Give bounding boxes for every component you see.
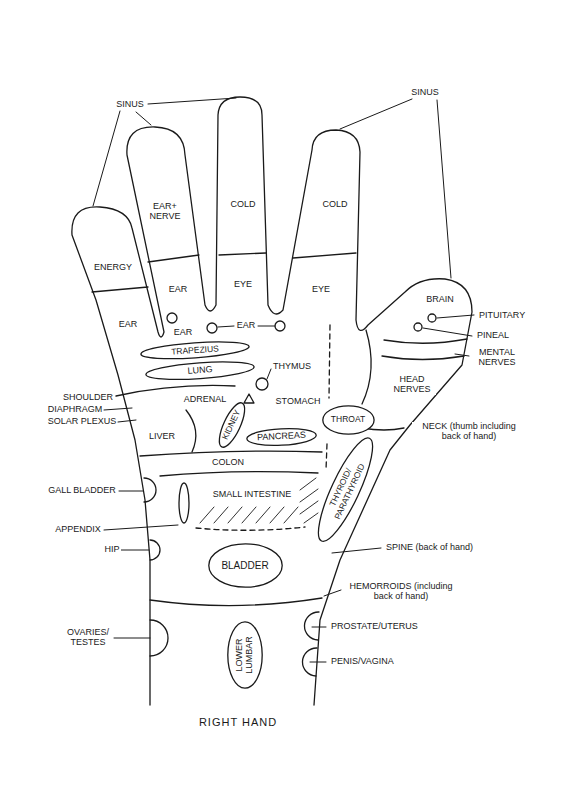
- adrenal-triangle: [244, 394, 254, 403]
- organ-label: ENERGY: [93, 263, 133, 273]
- organ-oval: LUNG: [145, 358, 256, 383]
- organ-label: PITUITARY: [478, 311, 526, 321]
- organ-label: STOMACH: [275, 397, 322, 407]
- organ-label: SINUS: [115, 100, 145, 110]
- organ-label: MENTAL NERVES: [472, 348, 522, 368]
- reflex-point: [414, 323, 422, 331]
- organ-oval: LOWER LUMBAR: [227, 621, 263, 689]
- oval-shape: [322, 406, 373, 434]
- organ-oval: BLADDER: [208, 543, 283, 588]
- reflex-point: [167, 313, 177, 323]
- organ-name: BLADDER: [221, 560, 268, 571]
- intestine-hatching: [200, 478, 318, 523]
- oval-shape: [309, 433, 382, 547]
- organ-label: EAR+ NERVE: [145, 202, 185, 222]
- oval-shape: [228, 622, 262, 688]
- wrist-line: [150, 598, 322, 606]
- organ-label: COLD: [321, 200, 348, 210]
- organ-label: EAR: [173, 328, 194, 338]
- organ-label: HIP: [103, 545, 120, 555]
- organ-label: EAR: [236, 321, 257, 331]
- hand-outline: [72, 97, 472, 705]
- colon-band: [140, 451, 322, 476]
- organ-label: SPINE (back of hand): [385, 543, 474, 553]
- figure-caption: RIGHT HAND: [199, 716, 277, 728]
- organ-label: SHOULDER: [62, 393, 114, 403]
- reflex-point: [256, 378, 268, 390]
- organ-oval: THYROID/ PARATHYROID: [307, 432, 382, 549]
- organ-label: PINEAL: [476, 331, 510, 341]
- organ-label: EAR: [118, 320, 139, 330]
- liver-line: [186, 410, 196, 452]
- organ-label: COLD: [229, 200, 256, 210]
- organ-label: SMALL INTESTINE: [212, 490, 293, 500]
- organ-label: HEAD NERVES: [388, 375, 436, 395]
- oval-shape: [214, 400, 249, 451]
- oval-shape: [145, 359, 254, 382]
- organ-oval: KIDNEY: [213, 399, 250, 452]
- organ-label: EYE: [311, 285, 331, 295]
- organ-label: COLON: [211, 458, 245, 468]
- organ-label: ADRENAL: [183, 395, 228, 405]
- organ-oval: THROAT: [322, 405, 375, 435]
- organ-oval: PANCREAS: [246, 426, 318, 448]
- oval-shape: [140, 339, 249, 362]
- appendix-loop: [179, 483, 189, 523]
- organ-name: THROAT: [331, 415, 365, 424]
- organ-label: NECK (thumb including back of hand): [412, 422, 526, 442]
- organ-label: BRAIN: [425, 295, 455, 305]
- organ-label: LIVER: [148, 432, 176, 442]
- reflex-point: [207, 323, 217, 333]
- organ-label: PENIS/VAGINA: [330, 657, 395, 667]
- organ-label: SINUS: [410, 88, 440, 98]
- organ-label: DIAPHRAGM: [47, 405, 104, 415]
- organ-label: SOLAR PLEXUS: [47, 417, 118, 427]
- organ-label: HEMORROIDS (including back of hand): [345, 582, 457, 602]
- organ-label: GALL BLADDER: [47, 486, 117, 496]
- thumb-band: [362, 330, 467, 430]
- organ-label: EYE: [233, 280, 253, 290]
- reflex-point: [275, 321, 285, 331]
- organ-label: THYMUS: [272, 362, 312, 372]
- organ-oval: TRAPEZIUS: [140, 338, 251, 362]
- leader-line: [93, 98, 474, 662]
- oval-shape: [208, 543, 281, 586]
- organ-label: APPENDIX: [54, 525, 102, 535]
- organ-label: PROSTATE/UTERUS: [330, 622, 419, 632]
- organ-label: EAR: [168, 285, 189, 295]
- reflex-point: [428, 314, 436, 322]
- organ-name: LOWER LUMBAR: [235, 635, 255, 675]
- organ-label: OVARIES/ TESTES: [63, 628, 113, 648]
- oval-shape: [247, 427, 317, 447]
